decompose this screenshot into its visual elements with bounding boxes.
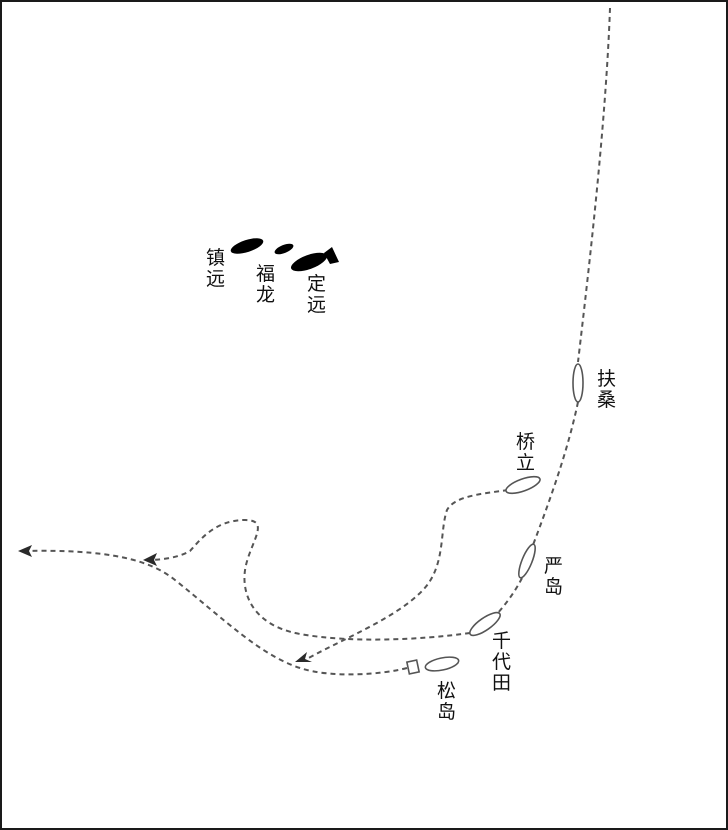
label-fusang-1: 扶 — [597, 368, 616, 390]
label-dingyuan-2: 远 — [307, 294, 326, 316]
ship-fusang-icon — [572, 363, 584, 403]
label-songdao-2: 岛 — [437, 701, 456, 723]
track-qiaoli — [304, 489, 509, 661]
ship-songdao-icon — [424, 656, 460, 672]
label-fulong-2: 龙 — [256, 284, 275, 306]
songdao-marker-icon — [405, 659, 421, 675]
ship-qiandaitian-icon — [469, 611, 501, 637]
label-qiaoli-2: 立 — [516, 452, 535, 474]
label-zhenyuan-1: 镇 — [206, 247, 225, 269]
label-qiandaitian-3: 田 — [492, 672, 511, 694]
label-yandao-2: 岛 — [544, 576, 563, 598]
arrowhead-south — [295, 652, 312, 662]
track-main-column — [496, 7, 611, 615]
label-fusang-2: 桑 — [597, 389, 616, 411]
arrowhead-west — [18, 545, 32, 557]
ship-fulong-icon — [274, 243, 294, 255]
ship-zhenyuan-icon — [230, 238, 264, 254]
label-qiandaitian-1: 千 — [492, 630, 511, 652]
label-qiaoli-1: 桥 — [516, 431, 535, 453]
ship-yandao-icon — [518, 543, 536, 579]
label-qiandaitian-2: 代 — [492, 651, 511, 673]
track-songdao — [21, 549, 408, 676]
label-songdao-1: 松 — [437, 680, 456, 702]
label-zhenyuan-2: 远 — [206, 268, 225, 290]
label-fulong-1: 福 — [256, 263, 275, 285]
label-dingyuan-1: 定 — [307, 273, 326, 295]
ship-dingyuan-icon — [290, 252, 328, 272]
ship-qiaoli-icon — [505, 475, 541, 495]
dingyuan-flag-icon — [324, 247, 339, 264]
track-qiandaitian — [146, 518, 471, 641]
arrowhead-mid — [143, 553, 157, 566]
label-yandao-1: 严 — [544, 555, 563, 577]
